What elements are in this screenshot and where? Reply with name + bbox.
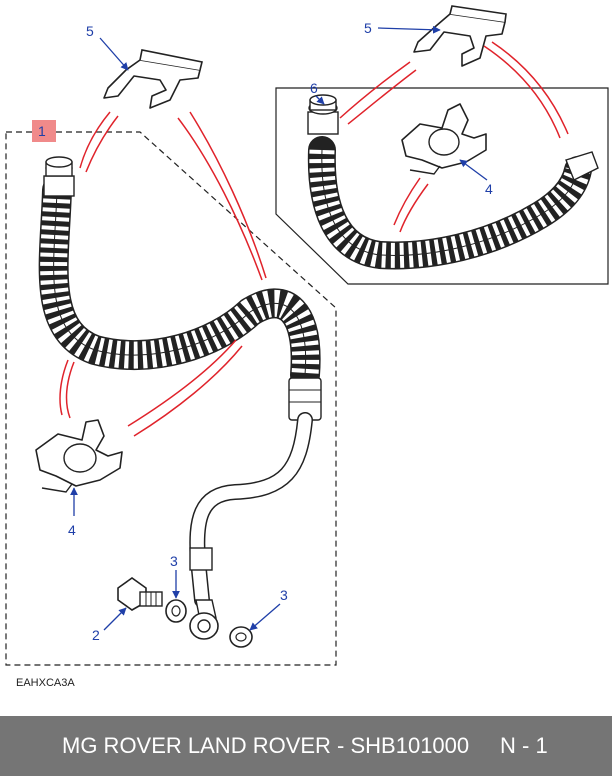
callout-4-inset: 4 xyxy=(485,181,493,197)
retaining-clip-main xyxy=(103,49,203,109)
retaining-clip-inset xyxy=(413,5,507,67)
callout-3-right: 3 xyxy=(280,587,288,603)
inset-assembly-outline xyxy=(275,87,609,285)
hose-bracket-clamp-inset xyxy=(401,103,487,175)
sealing-washer-left xyxy=(165,599,187,623)
callout-1: 1 xyxy=(38,123,46,139)
rigid-brake-pipe xyxy=(189,412,313,608)
inset-brake-hose xyxy=(307,94,599,270)
callout-arrows xyxy=(70,25,488,631)
footer-part-label: MG ROVER LAND ROVER - SHB101000 xyxy=(62,733,470,758)
main-assembly-outline xyxy=(5,131,337,666)
main-brake-hose xyxy=(38,156,322,421)
footer-bar: MG ROVER LAND ROVER - SHB101000 N - 1 xyxy=(0,716,612,776)
callout-2: 2 xyxy=(92,627,100,643)
sealing-washer-right xyxy=(229,626,253,648)
callout-1-highlight xyxy=(32,120,56,142)
callout-5-main: 5 xyxy=(86,23,94,39)
callout-5-inset: 5 xyxy=(364,20,372,36)
banjo-eye xyxy=(189,599,219,640)
hose-bracket-clamp-main xyxy=(35,419,123,493)
callout-6: 6 xyxy=(310,80,318,96)
drawing-code: EAHXCA3A xyxy=(16,677,75,689)
red-leader-lines xyxy=(59,41,569,437)
callout-4-main: 4 xyxy=(68,522,76,538)
callout-3-left: 3 xyxy=(170,553,178,569)
footer-page-number: N - 1 xyxy=(500,733,548,758)
parts-diagram: 1 2 3 3 4 4 5 5 6 EAHXCA3A xyxy=(5,5,609,689)
banjo-bolt xyxy=(117,577,163,611)
